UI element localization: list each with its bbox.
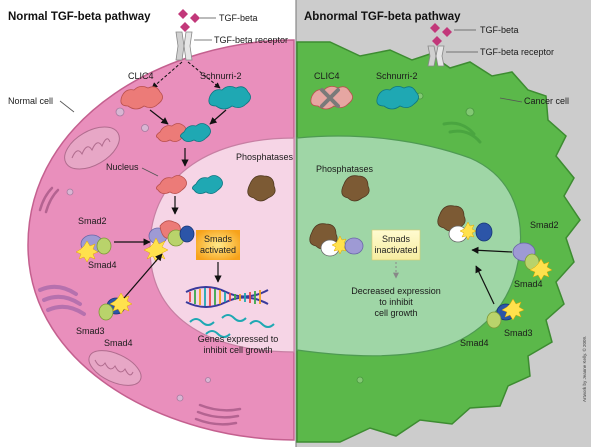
- smad2-smad4-complex-icon: [75, 234, 112, 263]
- smads-activated-line2: activated: [200, 245, 236, 255]
- decreased-line1: Decreased expression: [351, 286, 441, 296]
- dashed-arrow: [187, 61, 221, 89]
- decreased-line2: to inhibit: [379, 297, 413, 307]
- endoplasmic-reticulum-icon: [38, 284, 86, 316]
- clic4-schnurri-complex-icon: [156, 123, 211, 142]
- smads-inactivated-line2: inactivated: [374, 245, 417, 255]
- smad2-label-right: Smad2: [530, 220, 559, 230]
- schnurri-protein-icon: [208, 86, 251, 110]
- phosphatase-smad-complex-icon: [437, 205, 493, 243]
- smad4-label: Smad4: [88, 260, 117, 270]
- receptor-label: TGF-beta receptor: [214, 35, 288, 45]
- clic4-inactive-protein-icon: [310, 86, 353, 110]
- schnurri-label: Schnurri-2: [200, 71, 242, 81]
- tgf-beta-label: TGF-beta: [219, 13, 258, 23]
- smads-activated-line1: Smads: [204, 234, 233, 244]
- arrow: [149, 109, 169, 125]
- dashed-arrow: [151, 61, 183, 89]
- smad4b-label: Smad4: [104, 338, 133, 348]
- normal-cell-pointer: [59, 100, 75, 113]
- nucleus-label: Nucleus: [106, 162, 139, 172]
- smads-inactivated-line1: Smads: [382, 234, 411, 244]
- smad4b-label-right: Smad4: [460, 338, 489, 348]
- mitochondrion-icon: [88, 350, 142, 386]
- schnurri-protein-icon: [376, 86, 419, 110]
- nucleus-pointer: [141, 167, 159, 177]
- golgi-icon: [38, 186, 242, 426]
- tgf-beta-ligand-icon: [430, 23, 452, 46]
- genes-expressed-line2: inhibit cell growth: [203, 345, 272, 355]
- dna-icon: [185, 286, 269, 308]
- smads-activated-box: [196, 230, 240, 260]
- tgf-beta-label-right: TGF-beta: [480, 25, 519, 35]
- tgf-beta-receptor-icon: [427, 45, 445, 67]
- arrow: [471, 246, 513, 254]
- smad3-label-right: Smad3: [504, 328, 533, 338]
- receptor-label-right: TGF-beta receptor: [480, 47, 554, 57]
- smads-inactivated-box: [371, 229, 421, 261]
- phosphatase-smad-complex-icon: [309, 223, 349, 257]
- smad3-smad4-complex-icon: [98, 292, 133, 321]
- arrow: [209, 109, 227, 125]
- genes-expressed-line1: Genes expressed to: [198, 334, 279, 344]
- smad2-label: Smad2: [78, 216, 107, 226]
- cancer-cell-label: Cancer cell: [524, 96, 569, 106]
- schnurri-label-right: Schnurri-2: [376, 71, 418, 81]
- mrna-icon: [189, 314, 275, 338]
- mitochondrion-icon: [64, 126, 120, 170]
- clic4-protein-icon: [120, 86, 163, 110]
- decreased-line3: cell growth: [374, 308, 417, 318]
- arrow: [475, 265, 495, 305]
- vesicle-icon: [66, 107, 211, 402]
- phosphatases-label-right: Phosphatases: [316, 164, 374, 174]
- tgf-beta-receptor-icon: [175, 31, 193, 61]
- smad3-label: Smad3: [76, 326, 105, 336]
- smad3-smad4-complex-icon: [486, 298, 525, 329]
- artwork-credit: Artwork by Jeanne Kelly. © 2009.: [581, 336, 587, 402]
- arrow: [123, 253, 163, 299]
- clic4-label-right: CLIC4: [314, 71, 340, 81]
- cancer-vesicle-icon: [356, 92, 475, 384]
- phosphatase-protein-icon: [341, 175, 370, 202]
- right-title: Abnormal TGF-beta pathway: [304, 11, 461, 23]
- clic4-label: CLIC4: [128, 71, 154, 81]
- smad-inactive-icon: [344, 237, 364, 255]
- phosphatase-protein-icon: [247, 175, 276, 202]
- left-title: Normal TGF-beta pathway: [8, 11, 151, 23]
- clic4-schnurri-nuclear-icon: [156, 175, 223, 194]
- phosphatases-label: Phosphatases: [236, 152, 294, 162]
- cancer-organelle-icon: [442, 121, 482, 144]
- cancer-cell-pointer: [499, 97, 523, 103]
- normal-cell-label: Normal cell: [8, 96, 53, 106]
- smad4-label-right: Smad4: [514, 279, 543, 289]
- tgf-beta-ligand-icon: [178, 9, 200, 32]
- smad2-smad4-complex-icon: [512, 242, 553, 281]
